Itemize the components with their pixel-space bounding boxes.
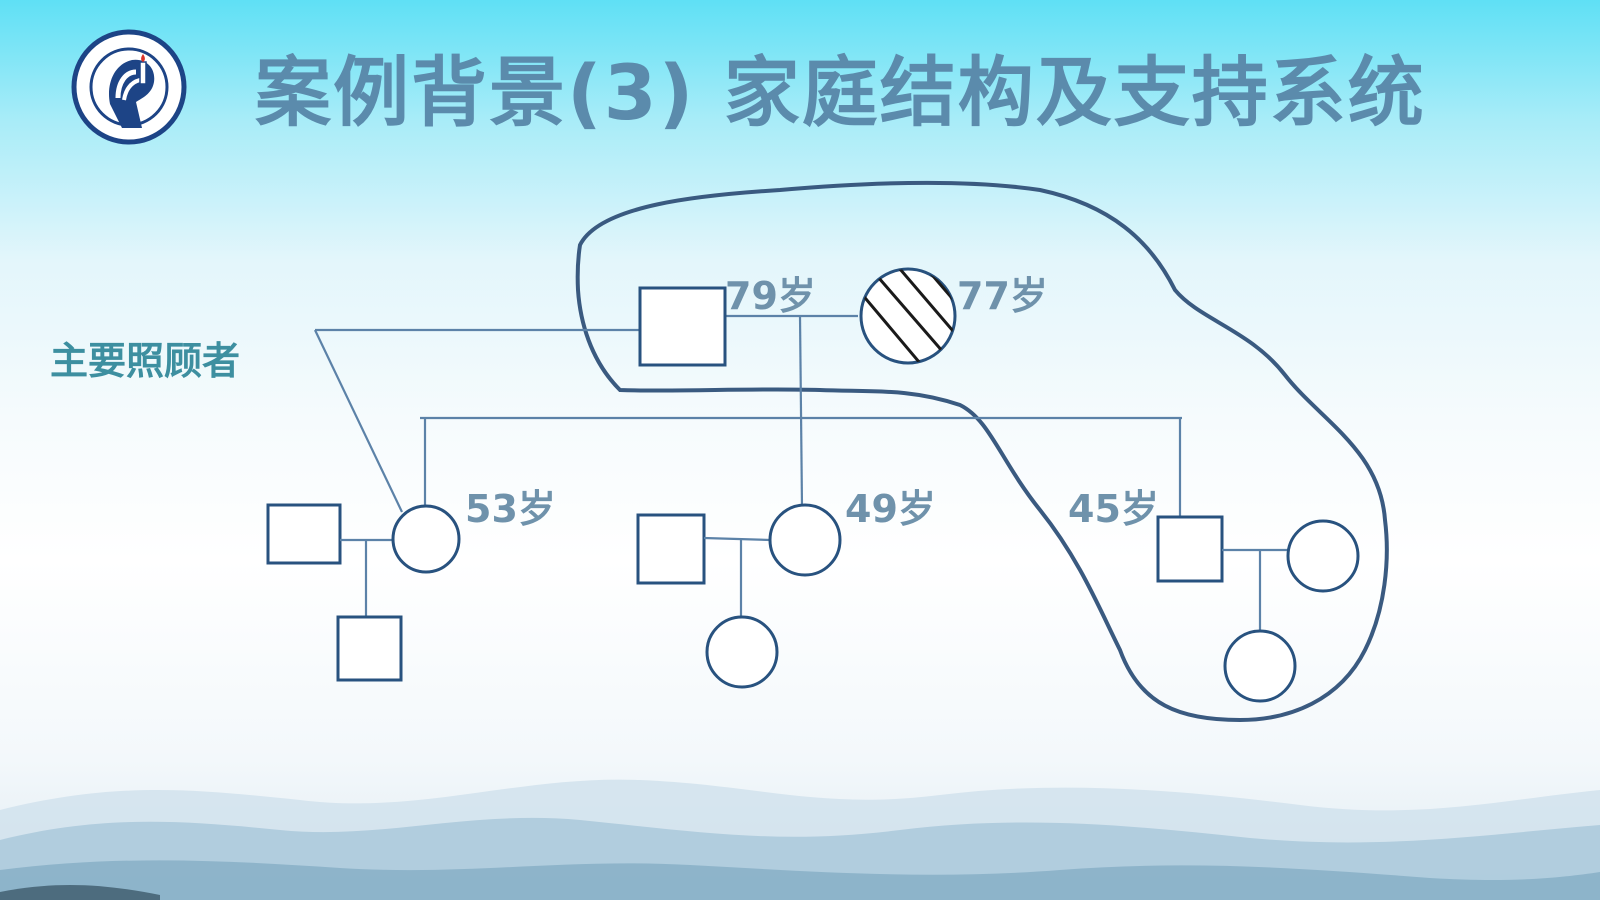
child-3-symbol	[1156, 515, 1224, 583]
child-2-symbol	[768, 503, 842, 577]
mountain-background	[0, 779, 1600, 900]
descent-line	[798, 315, 804, 508]
grandchild-symbol	[336, 615, 403, 682]
caregiver-pointer-line	[314, 329, 403, 513]
spouse-symbol	[266, 503, 342, 565]
marriage-line	[703, 536, 771, 542]
age-label-grandmother: 77岁	[957, 274, 1048, 318]
spouse-symbol	[636, 513, 706, 585]
cna-logo	[71, 29, 187, 145]
grandchild-symbol	[705, 615, 779, 689]
age-label-child-2: 49岁	[845, 487, 936, 531]
child-1-symbol	[391, 504, 461, 574]
grandfather-symbol	[638, 286, 727, 367]
primary-caregiver-label: 主要照顾者	[50, 339, 241, 383]
age-label-child-1: 53岁	[465, 487, 556, 531]
grandchild-symbol	[1223, 629, 1297, 703]
household-boundary	[575, 180, 1389, 723]
age-label-grandfather: 79岁	[725, 274, 816, 318]
page-title: 案例背景(3) 家庭结构及支持系统	[255, 48, 1426, 137]
age-label-child-3: 45岁	[1068, 487, 1159, 531]
spouse-symbol	[1286, 519, 1360, 593]
